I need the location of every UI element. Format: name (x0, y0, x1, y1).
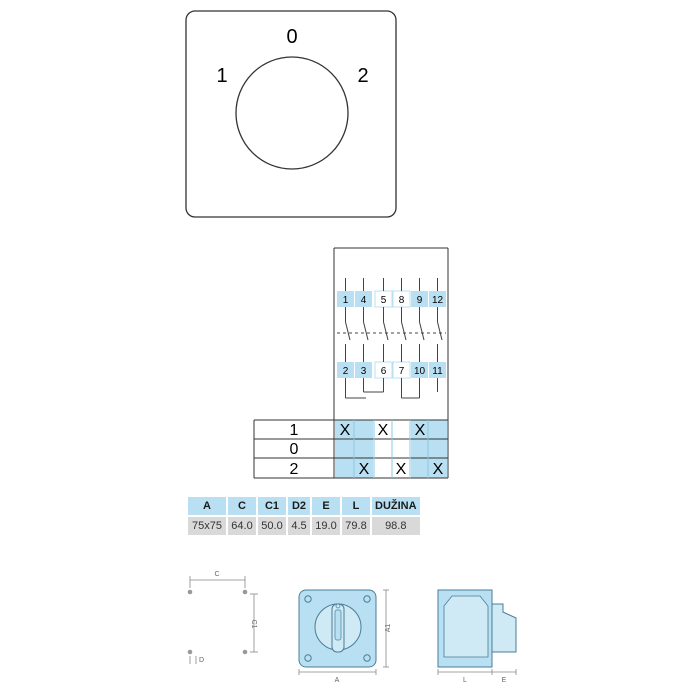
switch-mark: X (415, 422, 426, 439)
dimension-value: 50.0 (258, 517, 286, 535)
switching-marks: X X X X X X (340, 422, 444, 478)
dimension-header: D2 (288, 497, 310, 515)
drill-holes (187, 589, 248, 655)
dim-label-l: L (463, 677, 467, 684)
dimension-value-row: 75x75 64.0 50.0 4.5 19.0 79.8 98.8 (188, 517, 420, 535)
contact-bottom-label: 2 (343, 366, 349, 377)
front-view-drawing (298, 589, 389, 675)
contact-cell (429, 291, 446, 307)
dial-label-1: 1 (216, 65, 227, 87)
dimension-header: C (228, 497, 256, 515)
contact-cell (429, 362, 446, 378)
switch-mark: X (433, 461, 444, 478)
dim-label-a: A (335, 677, 340, 684)
contact-top-label: 1 (343, 295, 349, 306)
dimension-value: 79.8 (342, 517, 370, 535)
drill-pattern-drawing (189, 576, 258, 664)
switch-position-label: 2 (290, 461, 299, 478)
side-view-drawing (437, 589, 517, 675)
dim-label-a1: A1 (385, 624, 392, 633)
contact-bottom-label: 6 (381, 366, 387, 377)
contact-bottom-label: 10 (414, 366, 426, 377)
dimension-header: DUŽINA (372, 497, 420, 515)
dimension-value: 98.8 (372, 517, 420, 535)
contact-cell (355, 362, 372, 378)
top-contacts: 1 4 5 8 9 12 (337, 290, 446, 308)
dimension-table: A C C1 D2 E L DUŽINA 75x75 64.0 50.0 4.5… (186, 495, 422, 537)
dimension-header: A (188, 497, 226, 515)
bottom-contacts: 2 3 6 7 10 11 (337, 361, 446, 379)
switch-contacts (337, 278, 446, 399)
switching-table-shading (335, 420, 447, 478)
dimension-header-row: A C C1 D2 E L DUŽINA (188, 497, 420, 515)
switch-position-label: 0 (290, 441, 299, 458)
switch-mark: X (340, 422, 351, 439)
front-plate-diagram: 0 1 2 (185, 10, 397, 218)
switch-mark: X (396, 461, 407, 478)
contact-top-label: 5 (381, 295, 387, 306)
dim-label-c: C (214, 571, 219, 578)
dimension-value: 75x75 (188, 517, 226, 535)
contact-cell (337, 291, 354, 307)
dial-label-0: 0 (286, 26, 297, 48)
switch-mark: X (359, 461, 370, 478)
switching-table-grid (253, 419, 448, 479)
contact-cell (337, 362, 354, 378)
switch-mark: X (378, 422, 389, 439)
dimension-header: C1 (258, 497, 286, 515)
dimension-header: E (312, 497, 340, 515)
contact-cell (411, 362, 428, 378)
dim-label-e: E (502, 677, 507, 684)
knob-circle (235, 56, 349, 170)
contact-top-label: 12 (432, 295, 444, 306)
switch-position-label: 1 (290, 422, 299, 439)
contact-top-label: 9 (417, 295, 423, 306)
contact-cell (355, 291, 372, 307)
dimension-value: 4.5 (288, 517, 310, 535)
contact-bottom-label: 7 (399, 366, 405, 377)
dimension-value: 19.0 (312, 517, 340, 535)
dial-label-2: 2 (357, 65, 368, 87)
dimension-drawings: C C1 D A A1 L E (187, 571, 517, 684)
dim-label-d: D (199, 657, 204, 664)
contact-bottom-label: 11 (432, 366, 443, 377)
dim-label-c1: C1 (250, 620, 257, 629)
contact-cell (411, 291, 428, 307)
wiring-diagram: 1 4 5 8 9 12 2 3 6 7 10 11 (253, 247, 449, 479)
dimension-value: 64.0 (228, 517, 256, 535)
contact-top-label: 8 (399, 295, 405, 306)
contact-bottom-label: 3 (361, 366, 367, 377)
dimension-header: L (342, 497, 370, 515)
contact-top-label: 4 (361, 295, 367, 306)
